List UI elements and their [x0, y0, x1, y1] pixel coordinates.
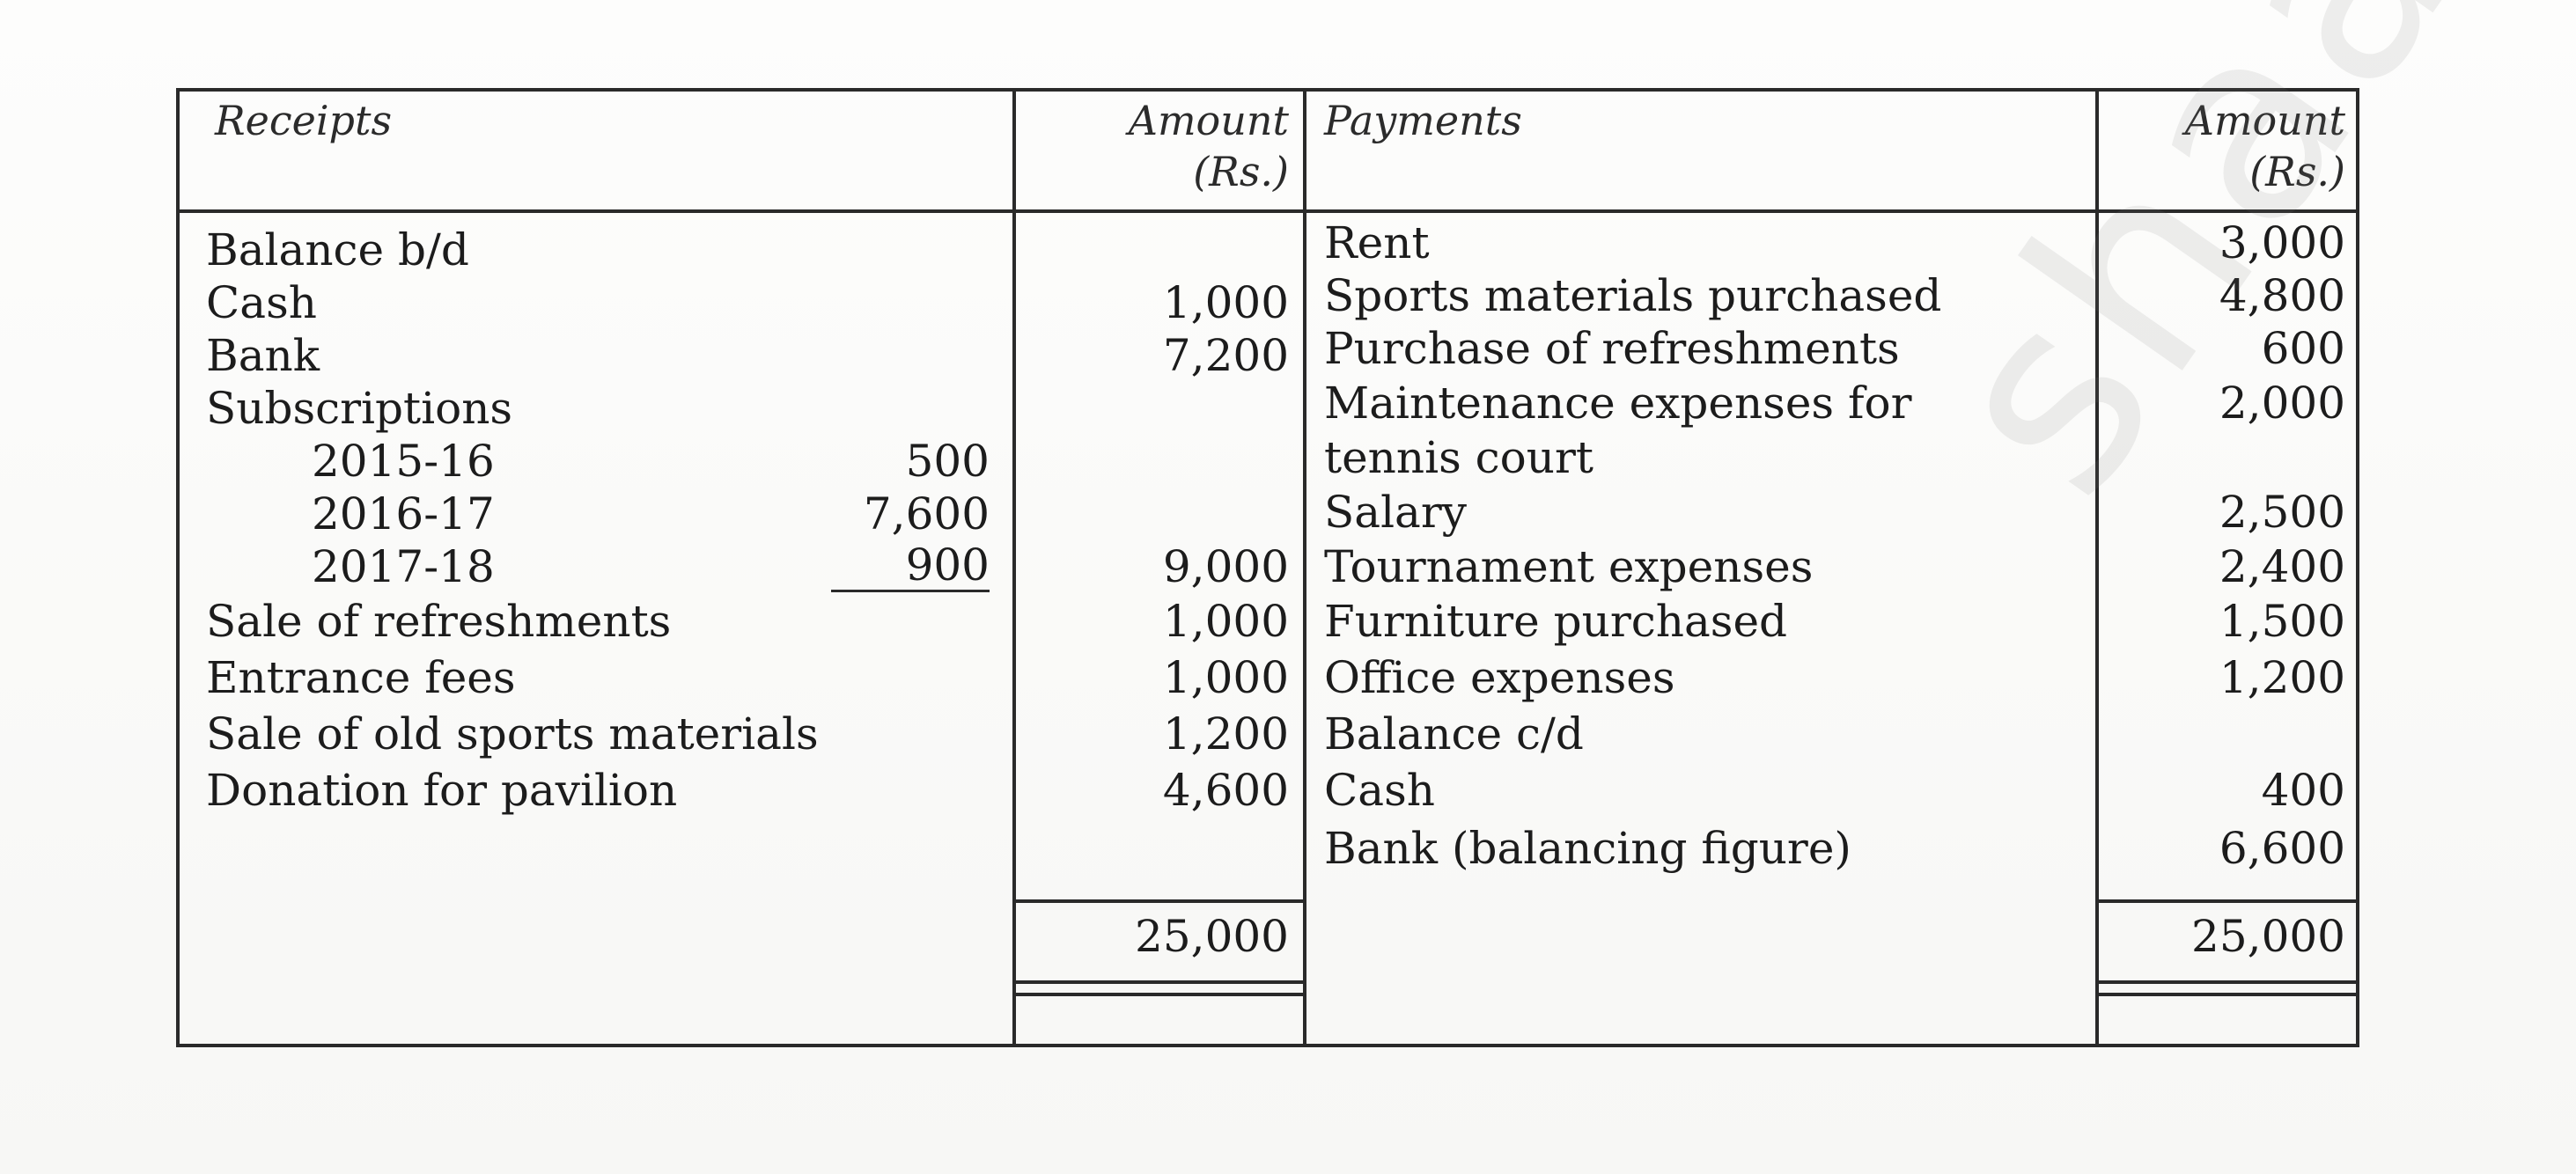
payments-header: Payments — [1324, 97, 1522, 144]
receipt-amount: 7,200 — [1162, 330, 1289, 381]
payment-label: Sports materials purchased — [1324, 270, 1942, 321]
receipt-sub-amount: 900 — [831, 540, 990, 592]
payment-amount: 1,500 — [2219, 596, 2345, 647]
amount-header-right: Amount (Rs.) — [2108, 95, 2345, 197]
payment-amount: 1,200 — [2219, 652, 2345, 703]
receipt-label: Sale of refreshments — [206, 596, 672, 647]
payment-amount: 2,000 — [2219, 378, 2345, 429]
receipt-sub-amount: 7,600 — [863, 488, 990, 539]
payment-amount: 2,400 — [2219, 541, 2345, 592]
payment-amount: 6,600 — [2219, 823, 2345, 874]
payment-label: Office expenses — [1324, 652, 1675, 703]
receipt-label: Subscriptions — [206, 383, 513, 434]
payment-amount: 2,500 — [2219, 487, 2345, 538]
payments-total: 25,000 — [2191, 911, 2345, 962]
payment-label: Purchase of refreshments — [1324, 323, 1900, 374]
receipt-sub-label: 2017-18 — [312, 541, 495, 592]
payment-label: Balance c/d — [1324, 708, 1584, 759]
total-rule-bottom-right-1 — [2095, 980, 2359, 984]
total-rule-top-left — [1012, 899, 1306, 903]
col-divider-3 — [2095, 92, 2099, 1044]
total-rule-bottom-right-2 — [2095, 993, 2359, 996]
payment-amount: 3,000 — [2219, 217, 2345, 268]
receipt-label: Bank — [206, 330, 320, 381]
receipts-payments-table: Receipts Amount (Rs.) Payments Amount (R… — [176, 88, 2359, 1047]
col-divider-1 — [1012, 92, 1016, 1044]
receipt-amount: 1,200 — [1162, 708, 1289, 759]
receipt-label: Cash — [206, 277, 317, 328]
receipts-header: Receipts — [215, 97, 393, 144]
receipt-amount: 4,600 — [1162, 765, 1289, 816]
header-divider — [180, 209, 2356, 213]
receipt-amount: 1,000 — [1162, 652, 1289, 703]
receipt-amount: 1,000 — [1162, 277, 1289, 328]
receipt-label: Donation for pavilion — [206, 765, 678, 816]
col-divider-2 — [1303, 92, 1306, 1044]
total-rule-top-right — [2095, 899, 2359, 903]
payment-label: Maintenance expenses for — [1324, 378, 1912, 429]
receipt-label: Balance b/d — [206, 224, 469, 275]
receipt-label: Sale of old sports materials — [206, 708, 819, 759]
receipts-total: 25,000 — [1135, 911, 1289, 962]
amount-header-left: Amount (Rs.) — [1025, 95, 1289, 197]
total-rule-bottom-left-2 — [1012, 993, 1306, 996]
receipt-sub-amount: 500 — [905, 436, 990, 487]
payment-amount: 400 — [2261, 765, 2345, 816]
payment-amount: 600 — [2261, 323, 2345, 374]
payment-label: Cash — [1324, 765, 1435, 816]
amount-header-right-line1: Amount — [2184, 97, 2345, 144]
payment-label: Bank (balancing figure) — [1324, 823, 1851, 874]
receipt-label: Entrance fees — [206, 652, 516, 703]
receipt-amount: 9,000 — [1162, 541, 1289, 592]
receipt-sub-label: 2015-16 — [312, 436, 495, 487]
payment-label: Rent — [1324, 217, 1430, 268]
amount-header-left-line1: Amount — [1128, 97, 1289, 144]
total-rule-bottom-left-1 — [1012, 980, 1306, 984]
payment-label: tennis court — [1324, 432, 1593, 483]
amount-header-left-line2: (Rs.) — [1193, 148, 1289, 195]
payment-label: Salary — [1324, 487, 1468, 538]
receipt-amount: 1,000 — [1162, 596, 1289, 647]
payment-label: Furniture purchased — [1324, 596, 1788, 647]
receipt-sub-label: 2016-17 — [312, 488, 495, 539]
payment-amount: 4,800 — [2219, 270, 2345, 321]
payment-label: Tournament expenses — [1324, 541, 1814, 592]
amount-header-right-line2: (Rs.) — [2249, 148, 2345, 195]
